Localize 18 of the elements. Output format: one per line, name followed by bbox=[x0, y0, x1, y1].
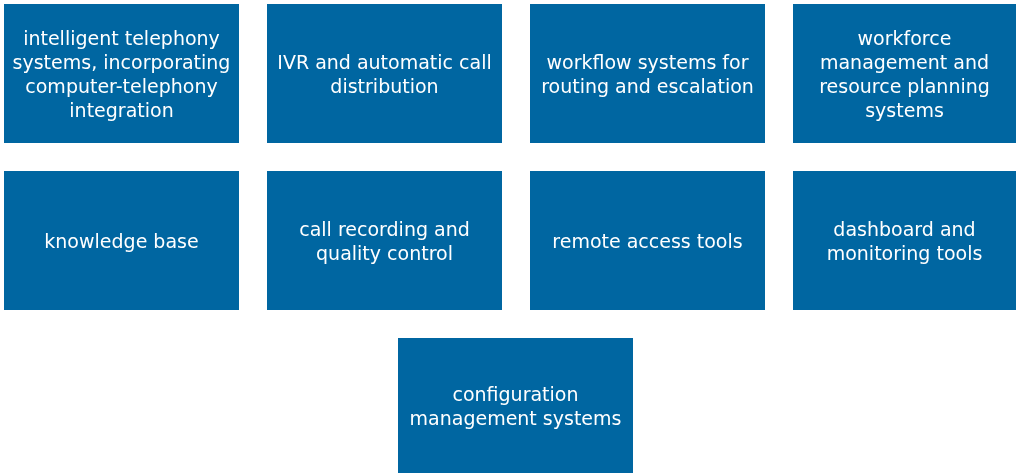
box-label: intelligent telephony systems, incorporating computer-telephony integration bbox=[11, 25, 232, 122]
category-box bbox=[530, 4, 765, 143]
category-box bbox=[4, 4, 239, 143]
category-box bbox=[398, 338, 633, 473]
box-label: IVR and automatic call distribution bbox=[276, 49, 493, 98]
category-box bbox=[530, 171, 765, 310]
box-label: configuration management systems bbox=[408, 381, 623, 430]
category-box bbox=[793, 171, 1016, 310]
box-label: workforce management and resource planning systems bbox=[818, 25, 991, 122]
category-box bbox=[267, 171, 502, 310]
box-label: call recording and quality control bbox=[298, 216, 471, 265]
box-label: remote access tools bbox=[552, 228, 743, 253]
box-label: workflow systems for routing and escalation bbox=[540, 49, 755, 98]
category-box bbox=[267, 4, 502, 143]
category-box bbox=[793, 4, 1016, 143]
category-box bbox=[4, 171, 239, 310]
box-label: dashboard and monitoring tools bbox=[825, 216, 984, 265]
box-label: knowledge base bbox=[44, 228, 199, 253]
